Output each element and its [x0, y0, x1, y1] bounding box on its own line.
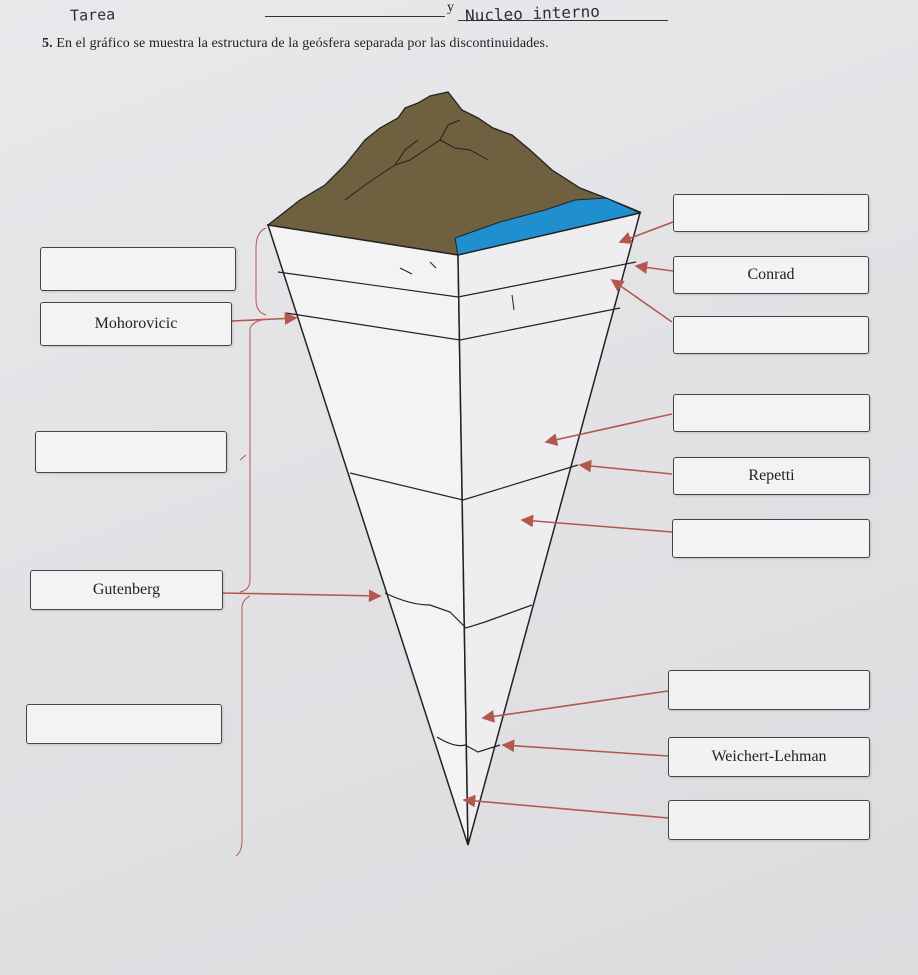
layer-lines	[277, 261, 637, 753]
pointer-arrows	[221, 221, 674, 819]
terrain-ridge	[344, 119, 489, 201]
left-box-5[interactable]	[26, 704, 222, 744]
answer-underline-left	[265, 16, 445, 17]
right-box-9[interactable]	[668, 800, 870, 840]
question-number: 5.	[42, 36, 53, 51]
left-box-gutenberg[interactable]: Gutenberg	[30, 570, 223, 610]
arrow-r4	[544, 413, 673, 446]
arrow-mohorovicic	[231, 312, 298, 325]
right-box-3[interactable]	[673, 316, 869, 354]
arrow-r6	[520, 514, 673, 533]
arrow-r3	[610, 279, 673, 323]
cone-front-right	[457, 211, 642, 846]
left-brackets	[235, 227, 267, 857]
left-box-3[interactable]	[35, 431, 227, 473]
arrow-r9	[462, 794, 669, 819]
answer-underline-right	[458, 20, 668, 21]
arrow-r7	[481, 690, 669, 723]
right-box-4[interactable]	[673, 394, 870, 432]
arrow-r1	[618, 221, 674, 245]
arrow-gutenberg	[221, 589, 382, 603]
right-box-repetti[interactable]: Repetti	[673, 457, 870, 495]
arrow-conrad	[634, 261, 674, 274]
right-box-1[interactable]	[673, 194, 869, 232]
left-box-1[interactable]	[40, 247, 236, 291]
right-box-7[interactable]	[668, 670, 870, 710]
right-box-6[interactable]	[672, 519, 870, 558]
question-5: 5. En el gráfico se muestra la estructur…	[42, 36, 549, 52]
left-box-mohorovicic[interactable]: Mohorovicic	[40, 302, 232, 346]
right-box-weichert-lehman[interactable]: Weichert-Lehman	[668, 737, 870, 777]
arrow-weichert	[501, 739, 669, 757]
right-box-conrad[interactable]: Conrad	[673, 256, 869, 294]
cone-front-left	[266, 224, 469, 846]
arrow-repetti	[578, 459, 673, 475]
question-text: En el gráfico se muestra la estructura d…	[56, 36, 549, 51]
conjunction-text: y	[447, 0, 454, 15]
